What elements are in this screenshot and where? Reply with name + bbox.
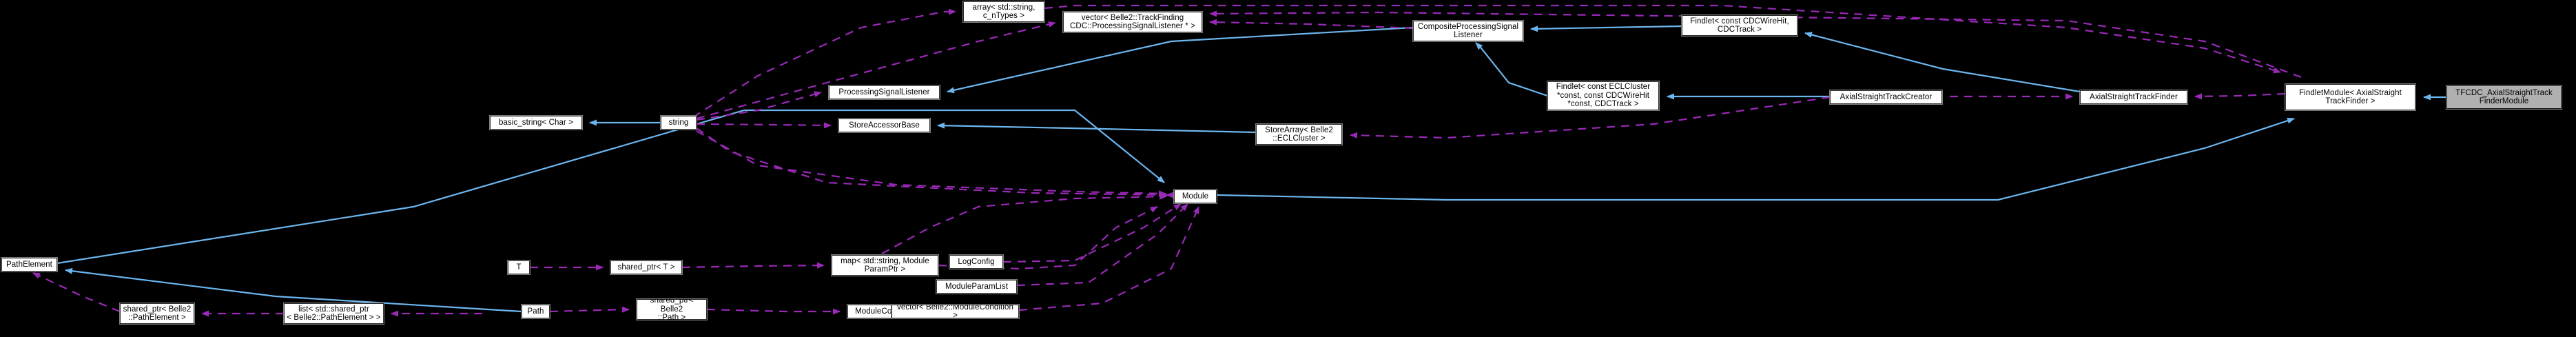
class-node-array_string_ntypes[interactable]: array< std::string, c_nTypes > <box>962 1 1045 23</box>
class-node-basic_string_char[interactable]: basic_string< Char > <box>489 115 583 130</box>
class-node-processing_signal_listener[interactable]: ProcessingSignalListener <box>828 85 940 100</box>
class-node-t_type[interactable]: T <box>507 260 530 275</box>
class-node-vector_module_condition[interactable]: vector< Belle2::ModuleCondition > <box>891 303 1020 320</box>
class-node-store_array_eclcluster[interactable]: StoreArray< Belle2 ::ECLCluster > <box>1255 123 1343 145</box>
class-node-shared_ptr_path_element[interactable]: shared_ptr< Belle2 ::PathElement > <box>119 303 195 325</box>
class-node-map_string_module_param_ptr[interactable]: map< std::string, Module ParamPtr > <box>831 254 939 276</box>
class-node-axial_straight_track_finder[interactable]: AxialStraightTrackFinder <box>2079 90 2188 105</box>
class-node-shared_ptr_t[interactable]: shared_ptr< T > <box>610 260 683 275</box>
class-node-tfcdc_axial_straight_track_finder_module[interactable]: TFCDC_AxialStraightTrack FinderModule <box>2446 85 2562 110</box>
class-node-log_config[interactable]: LogConfig <box>949 254 1004 269</box>
class-node-list_shared_ptr_path_element[interactable]: list< std::shared_ptr < Belle2::PathElem… <box>283 303 384 325</box>
class-node-path[interactable]: Path <box>521 304 550 319</box>
class-node-findlet_eclcluster[interactable]: Findlet< const ECLCluster *const, const … <box>1547 81 1660 111</box>
class-node-module_param_list[interactable]: ModuleParamList <box>936 279 1018 294</box>
class-node-string[interactable]: string <box>660 115 697 130</box>
class-node-findlet_module_axial_straight[interactable]: FindletModule< AxialStraight TrackFinder… <box>2285 83 2416 111</box>
class-node-vector_processing_signal_listener[interactable]: vector< Belle2::TrackFinding CDC::Proces… <box>1062 11 1203 33</box>
class-node-store_accessor_base[interactable]: StoreAccessorBase <box>838 118 931 133</box>
class-node-module[interactable]: Module <box>1173 189 1217 204</box>
class-node-findlet_cdcwirehit_cdctrack[interactable]: Findlet< const CDCWireHit, CDCTrack > <box>1681 14 1798 37</box>
class-node-path_element[interactable]: PathElement <box>1 257 58 272</box>
class-node-axial_straight_track_creator[interactable]: AxialStraightTrackCreator <box>1829 90 1943 105</box>
class-node-composite_processing_signal_listener[interactable]: CompositeProcessingSignal Listener <box>1412 20 1524 42</box>
class-node-shared_ptr_belle2_path[interactable]: shared_ptr< Belle2 ::Path > <box>636 296 708 322</box>
inheritance-edges <box>56 25 2446 313</box>
usage-edges <box>32 4 2302 317</box>
